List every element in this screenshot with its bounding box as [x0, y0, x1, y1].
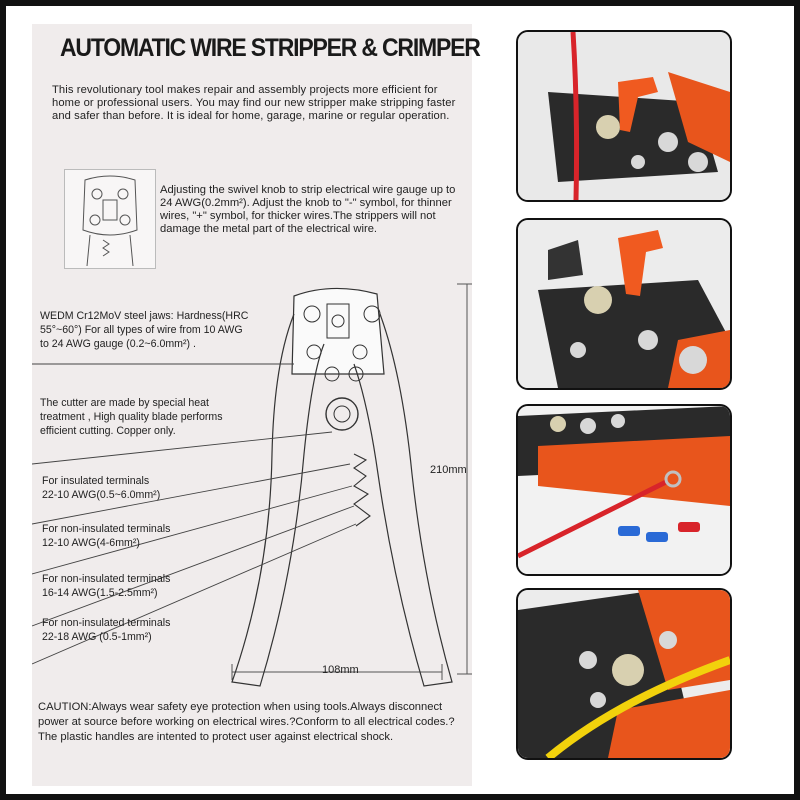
- tool-line-drawing: [32, 283, 472, 687]
- dimension-height: 210mm: [430, 464, 467, 476]
- product-photo-2: [516, 218, 732, 390]
- product-photo-1: [516, 30, 732, 202]
- dimension-width: 108mm: [322, 664, 359, 676]
- intro-paragraph: This revolutionary tool makes repair and…: [52, 84, 456, 122]
- caution-notice: CAUTION:Always wear safety eye protectio…: [38, 701, 455, 743]
- product-photo-4: [516, 588, 732, 760]
- product-photo-3: [516, 404, 732, 576]
- knob-diagram-thumbnail: [64, 169, 156, 269]
- info-panel: AUTOMATIC WIRE STRIPPER & CRIMPER This r…: [32, 24, 481, 786]
- knob-diagram: [82, 175, 138, 267]
- page-title: AUTOMATIC WIRE STRIPPER & CRIMPER: [60, 34, 481, 62]
- knob-instructions: Adjusting the swivel knob to strip elect…: [160, 184, 456, 235]
